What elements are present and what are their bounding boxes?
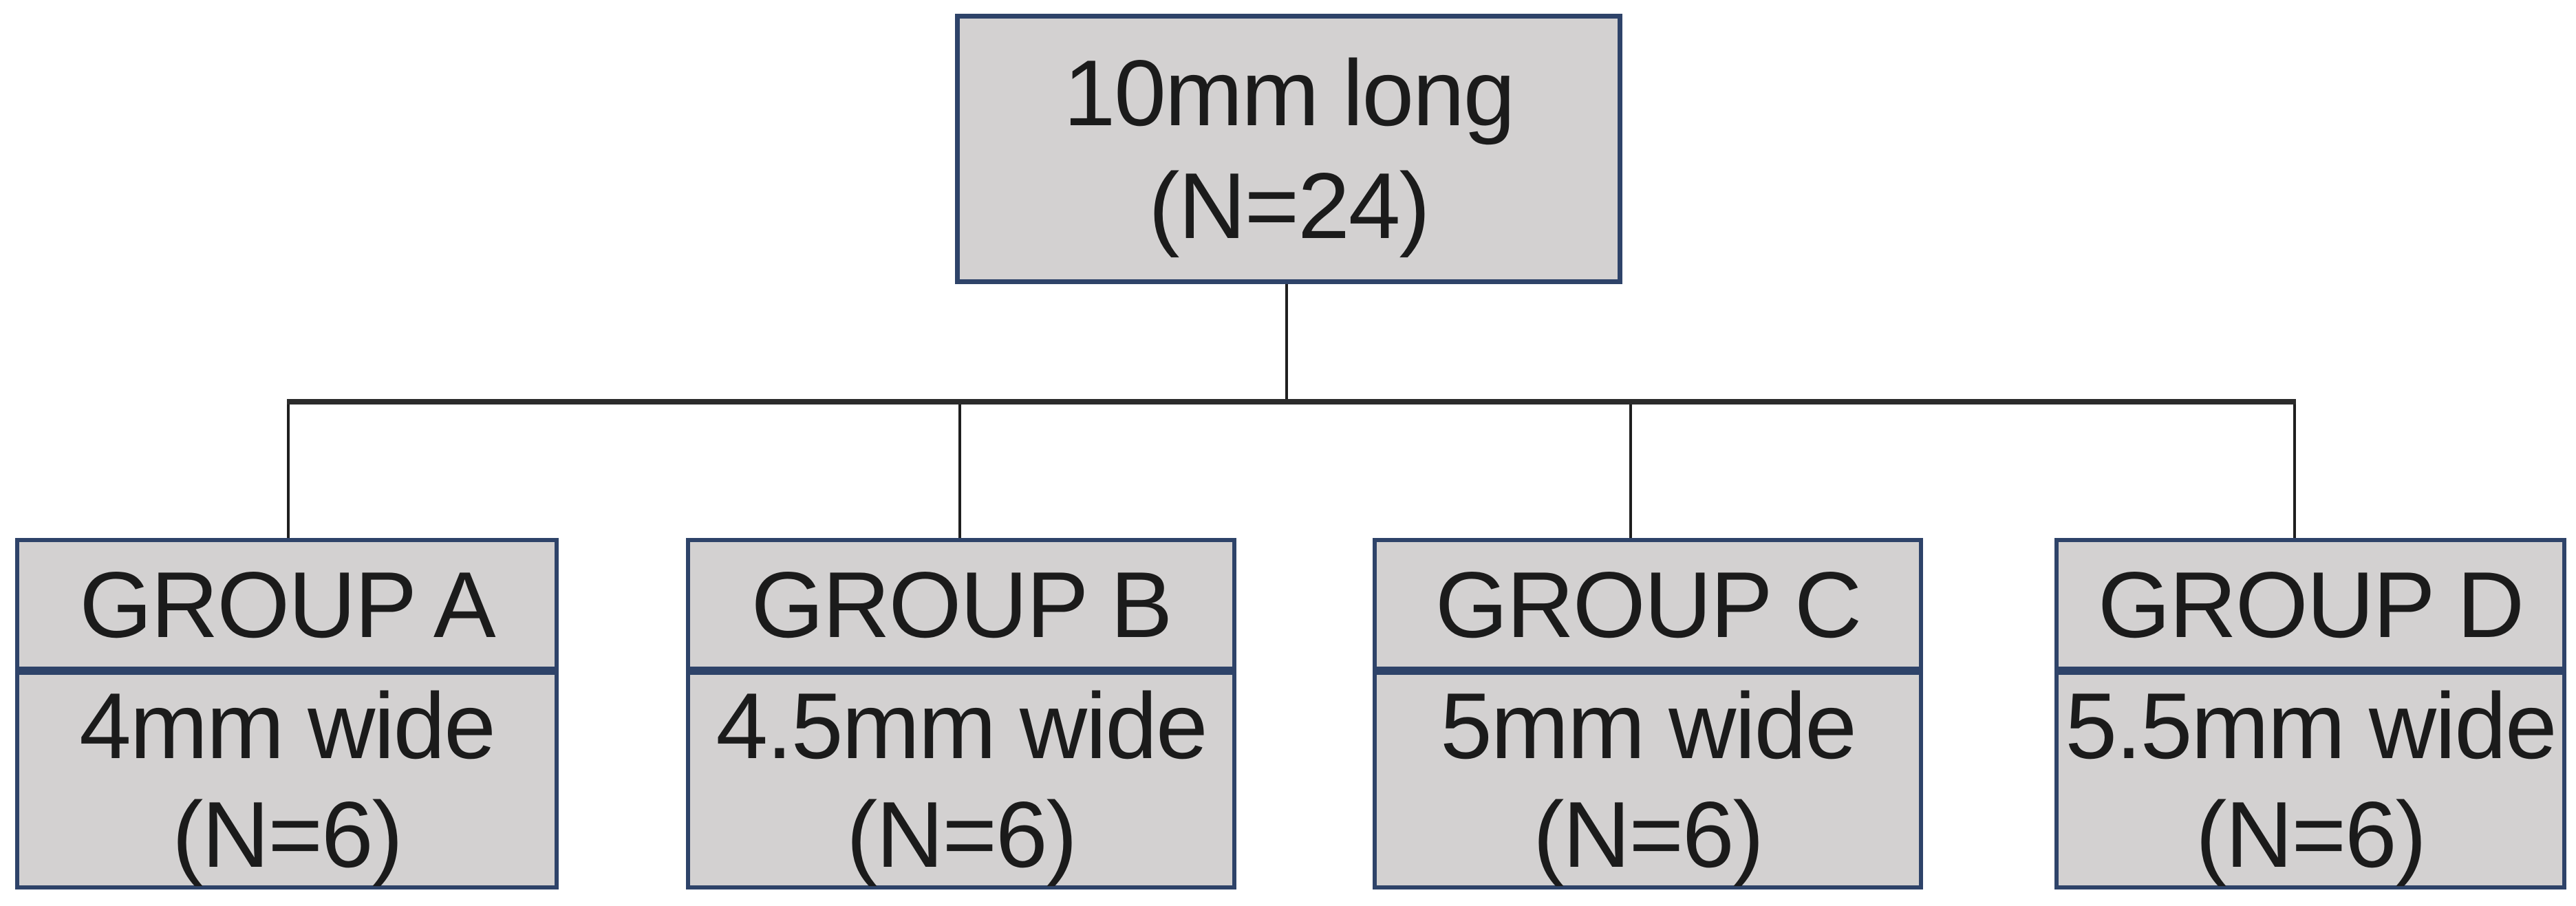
group-d-body: 5.5mm wide (N=6) — [2054, 671, 2566, 889]
group-b-header: GROUP B — [686, 538, 1236, 671]
group-b-width-label: 4.5mm wide — [716, 673, 1208, 778]
group-c-width-label: 5mm wide — [1440, 673, 1857, 778]
group-d-header: GROUP D — [2054, 538, 2566, 671]
group-b-node: GROUP B 4.5mm wide (N=6) — [686, 538, 1236, 889]
group-d-title: GROUP D — [2097, 552, 2524, 657]
group-a-width-label: 4mm wide — [79, 673, 496, 778]
group-d-node: GROUP D 5.5mm wide (N=6) — [2054, 538, 2566, 889]
group-d-width-label: 5.5mm wide — [2065, 673, 2557, 778]
root-node: 10mm long (N=24) — [955, 14, 1622, 284]
group-a-count-label: (N=6) — [172, 782, 403, 887]
connector-drop-group-a — [287, 405, 290, 539]
group-a-node: GROUP A 4mm wide (N=6) — [15, 538, 559, 889]
group-c-body: 5mm wide (N=6) — [1373, 671, 1923, 889]
connector-drop-group-d — [2293, 405, 2296, 539]
connector-drop-group-c — [1629, 405, 1632, 539]
group-a-body: 4mm wide (N=6) — [15, 671, 559, 889]
connector-drop-group-b — [958, 405, 961, 539]
root-count-label: (N=24) — [1148, 153, 1430, 258]
group-c-title: GROUP C — [1435, 552, 1862, 657]
group-b-title: GROUP B — [751, 552, 1173, 657]
group-b-count-label: (N=6) — [846, 782, 1077, 887]
group-d-count-label: (N=6) — [2196, 782, 2427, 887]
group-c-node: GROUP C 5mm wide (N=6) — [1373, 538, 1923, 889]
connector-root-drop — [1285, 284, 1288, 401]
group-a-header: GROUP A — [15, 538, 559, 671]
connector-horizontal-rail — [287, 399, 2296, 405]
group-c-header: GROUP C — [1373, 538, 1923, 671]
root-length-label: 10mm long — [1063, 40, 1516, 145]
group-b-body: 4.5mm wide (N=6) — [686, 671, 1236, 889]
group-a-title: GROUP A — [79, 552, 495, 657]
group-c-count-label: (N=6) — [1533, 782, 1764, 887]
